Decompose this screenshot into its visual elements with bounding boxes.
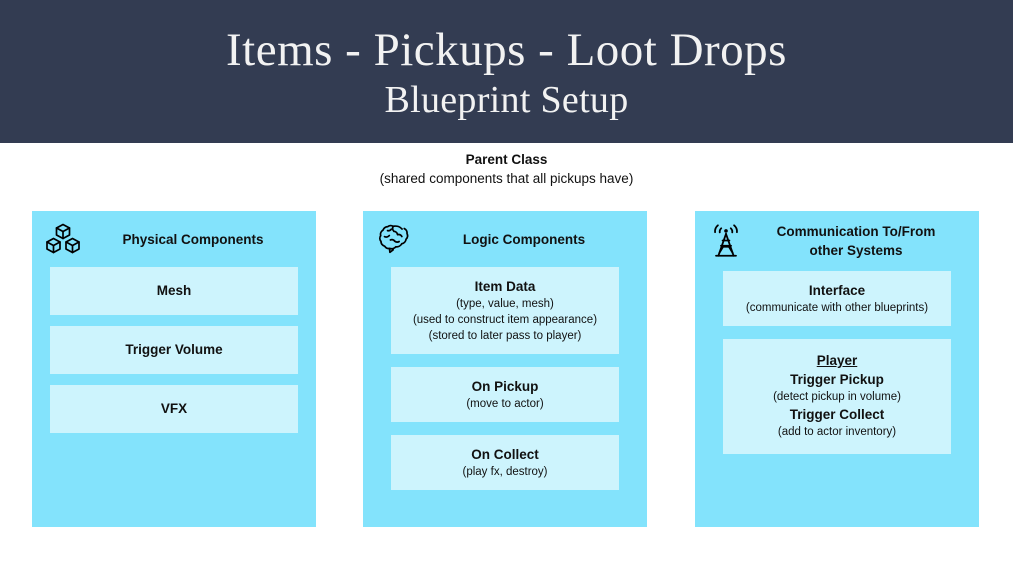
card-subline: (type, value, mesh) bbox=[456, 298, 554, 310]
cubes-icon bbox=[42, 218, 84, 260]
panel-header-logic: Logic Components bbox=[363, 211, 647, 267]
panel-header-physical: Physical Components bbox=[32, 211, 316, 267]
card-title-trigger-collect: Trigger Collect bbox=[789, 407, 885, 422]
panel-title-line-2: other Systems bbox=[809, 243, 903, 258]
panel-body-communication: Interface (communicate with other bluepr… bbox=[695, 271, 979, 454]
card-title: Trigger Volume bbox=[125, 342, 223, 357]
panel-title-line-1: Communication To/From bbox=[776, 224, 936, 239]
card-title: On Pickup bbox=[471, 379, 539, 394]
header-banner: Items - Pickups - Loot Drops Blueprint S… bbox=[0, 0, 1013, 143]
panel-physical-components: Physical Components Mesh Trigger Volume … bbox=[32, 211, 316, 527]
parent-class-caption: Parent Class (shared components that all… bbox=[0, 150, 1013, 188]
panel-communication: Communication To/From other Systems Inte… bbox=[695, 211, 979, 527]
card-title: Item Data bbox=[474, 279, 536, 294]
card-subline: (move to actor) bbox=[466, 398, 544, 410]
broadcast-tower-icon bbox=[705, 220, 747, 262]
card-on-collect[interactable]: On Collect (play fx, destroy) bbox=[391, 435, 619, 490]
card-subline: (used to construct item appearance) bbox=[412, 314, 598, 326]
card-item-data[interactable]: Item Data (type, value, mesh) (used to c… bbox=[391, 267, 619, 354]
card-subline: (play fx, destroy) bbox=[462, 466, 548, 478]
panel-title-physical: Physical Components bbox=[122, 231, 264, 247]
card-title: VFX bbox=[160, 401, 188, 416]
card-mesh[interactable]: Mesh bbox=[50, 267, 298, 315]
panel-title-logic: Logic Components bbox=[462, 231, 586, 247]
card-subline: (stored to later pass to player) bbox=[428, 330, 582, 342]
parent-class-description: (shared components that all pickups have… bbox=[379, 171, 634, 186]
page-title: Items - Pickups - Loot Drops bbox=[226, 23, 787, 76]
panel-body-logic: Item Data (type, value, mesh) (used to c… bbox=[363, 267, 647, 490]
brain-icon bbox=[373, 218, 415, 260]
panel-body-physical: Mesh Trigger Volume VFX bbox=[32, 267, 316, 433]
parent-class-title: Parent Class bbox=[465, 152, 548, 167]
card-title: Interface bbox=[808, 283, 866, 298]
panel-logic-components: Logic Components Item Data (type, value,… bbox=[363, 211, 647, 527]
card-heading-player: Player bbox=[816, 353, 858, 368]
card-title: Mesh bbox=[156, 283, 192, 298]
card-interface[interactable]: Interface (communicate with other bluepr… bbox=[723, 271, 951, 326]
card-subline: (detect pickup in volume) bbox=[773, 391, 901, 403]
card-subline: (add to actor inventory) bbox=[777, 426, 897, 438]
card-title-trigger-pickup: Trigger Pickup bbox=[790, 372, 884, 387]
page-subtitle: Blueprint Setup bbox=[384, 78, 629, 121]
card-subline: (communicate with other blueprints) bbox=[745, 302, 929, 314]
card-trigger-volume[interactable]: Trigger Volume bbox=[50, 326, 298, 374]
panel-header-communication: Communication To/From other Systems bbox=[695, 211, 979, 271]
panel-title-communication: Communication To/From other Systems bbox=[731, 222, 944, 260]
card-title: On Collect bbox=[471, 447, 539, 462]
card-vfx[interactable]: VFX bbox=[50, 385, 298, 433]
card-player[interactable]: Player Trigger Pickup (detect pickup in … bbox=[723, 339, 951, 454]
card-on-pickup[interactable]: On Pickup (move to actor) bbox=[391, 367, 619, 422]
